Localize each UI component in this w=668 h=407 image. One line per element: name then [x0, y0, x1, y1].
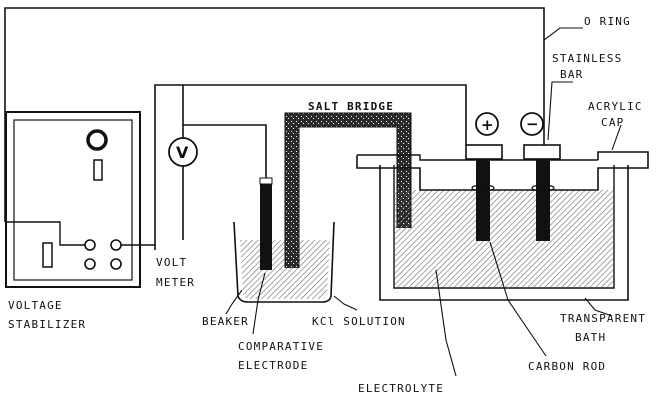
label-transparent-bath: TRANSPARENT [560, 312, 646, 325]
terminal-icon [84, 258, 96, 270]
label-acrylic-cap-2: CAP [601, 116, 624, 129]
label-transparent-bath-2: BATH [575, 331, 606, 344]
svg-text:+: + [481, 116, 494, 134]
acrylic-cap [356, 151, 649, 191]
terminal-icon [110, 258, 122, 270]
label-stainless-bar: STAINLESS [552, 52, 622, 65]
reference-wire-3 [183, 124, 267, 178]
label-kcl-solution: KCl SOLUTION [312, 315, 406, 328]
transparent-bath [356, 151, 649, 301]
label-beaker: BEAKER [202, 315, 249, 328]
label-voltage-stabilizer-2: STABILIZER [8, 318, 86, 331]
label-electrolyte: ELECTROLYTE [358, 382, 444, 395]
svg-text:−: − [526, 115, 539, 133]
comparative-electrode [260, 178, 272, 270]
negative-electrode [523, 144, 561, 241]
label-volt-meter: VOLT [156, 256, 187, 269]
stabilizer-display-icon [93, 159, 103, 181]
beaker [233, 221, 335, 303]
stabilizer-knob-icon [86, 129, 108, 151]
terminal-icon [110, 239, 122, 251]
label-acrylic-cap: ACRYLIC [588, 100, 643, 113]
voltage-stabilizer [5, 111, 155, 288]
terminal-icon [84, 239, 96, 251]
label-salt-bridge: SALT BRIDGE [308, 100, 394, 113]
salt-bridge [285, 113, 411, 268]
label-comparative-electrode: COMPARATIVE [238, 340, 324, 353]
label-volt-meter-2: METER [156, 276, 195, 289]
label-o-ring: O RING [584, 15, 631, 28]
positive-electrode [465, 144, 503, 241]
label-carbon-rod: CARBON ROD [528, 360, 606, 373]
label-stainless-bar-2: BAR [560, 68, 583, 81]
voltmeter [168, 137, 198, 167]
label-voltage-stabilizer: VOLTAGE [8, 299, 63, 312]
label-comparative-electrode-2: ELECTRODE [238, 359, 308, 372]
positive-wire [154, 84, 467, 250]
plus-symbol-icon [475, 112, 499, 136]
minus-symbol-icon [520, 112, 544, 136]
stabilizer-switch-icon [42, 242, 53, 268]
voltmeter-symbol: V [176, 143, 189, 162]
